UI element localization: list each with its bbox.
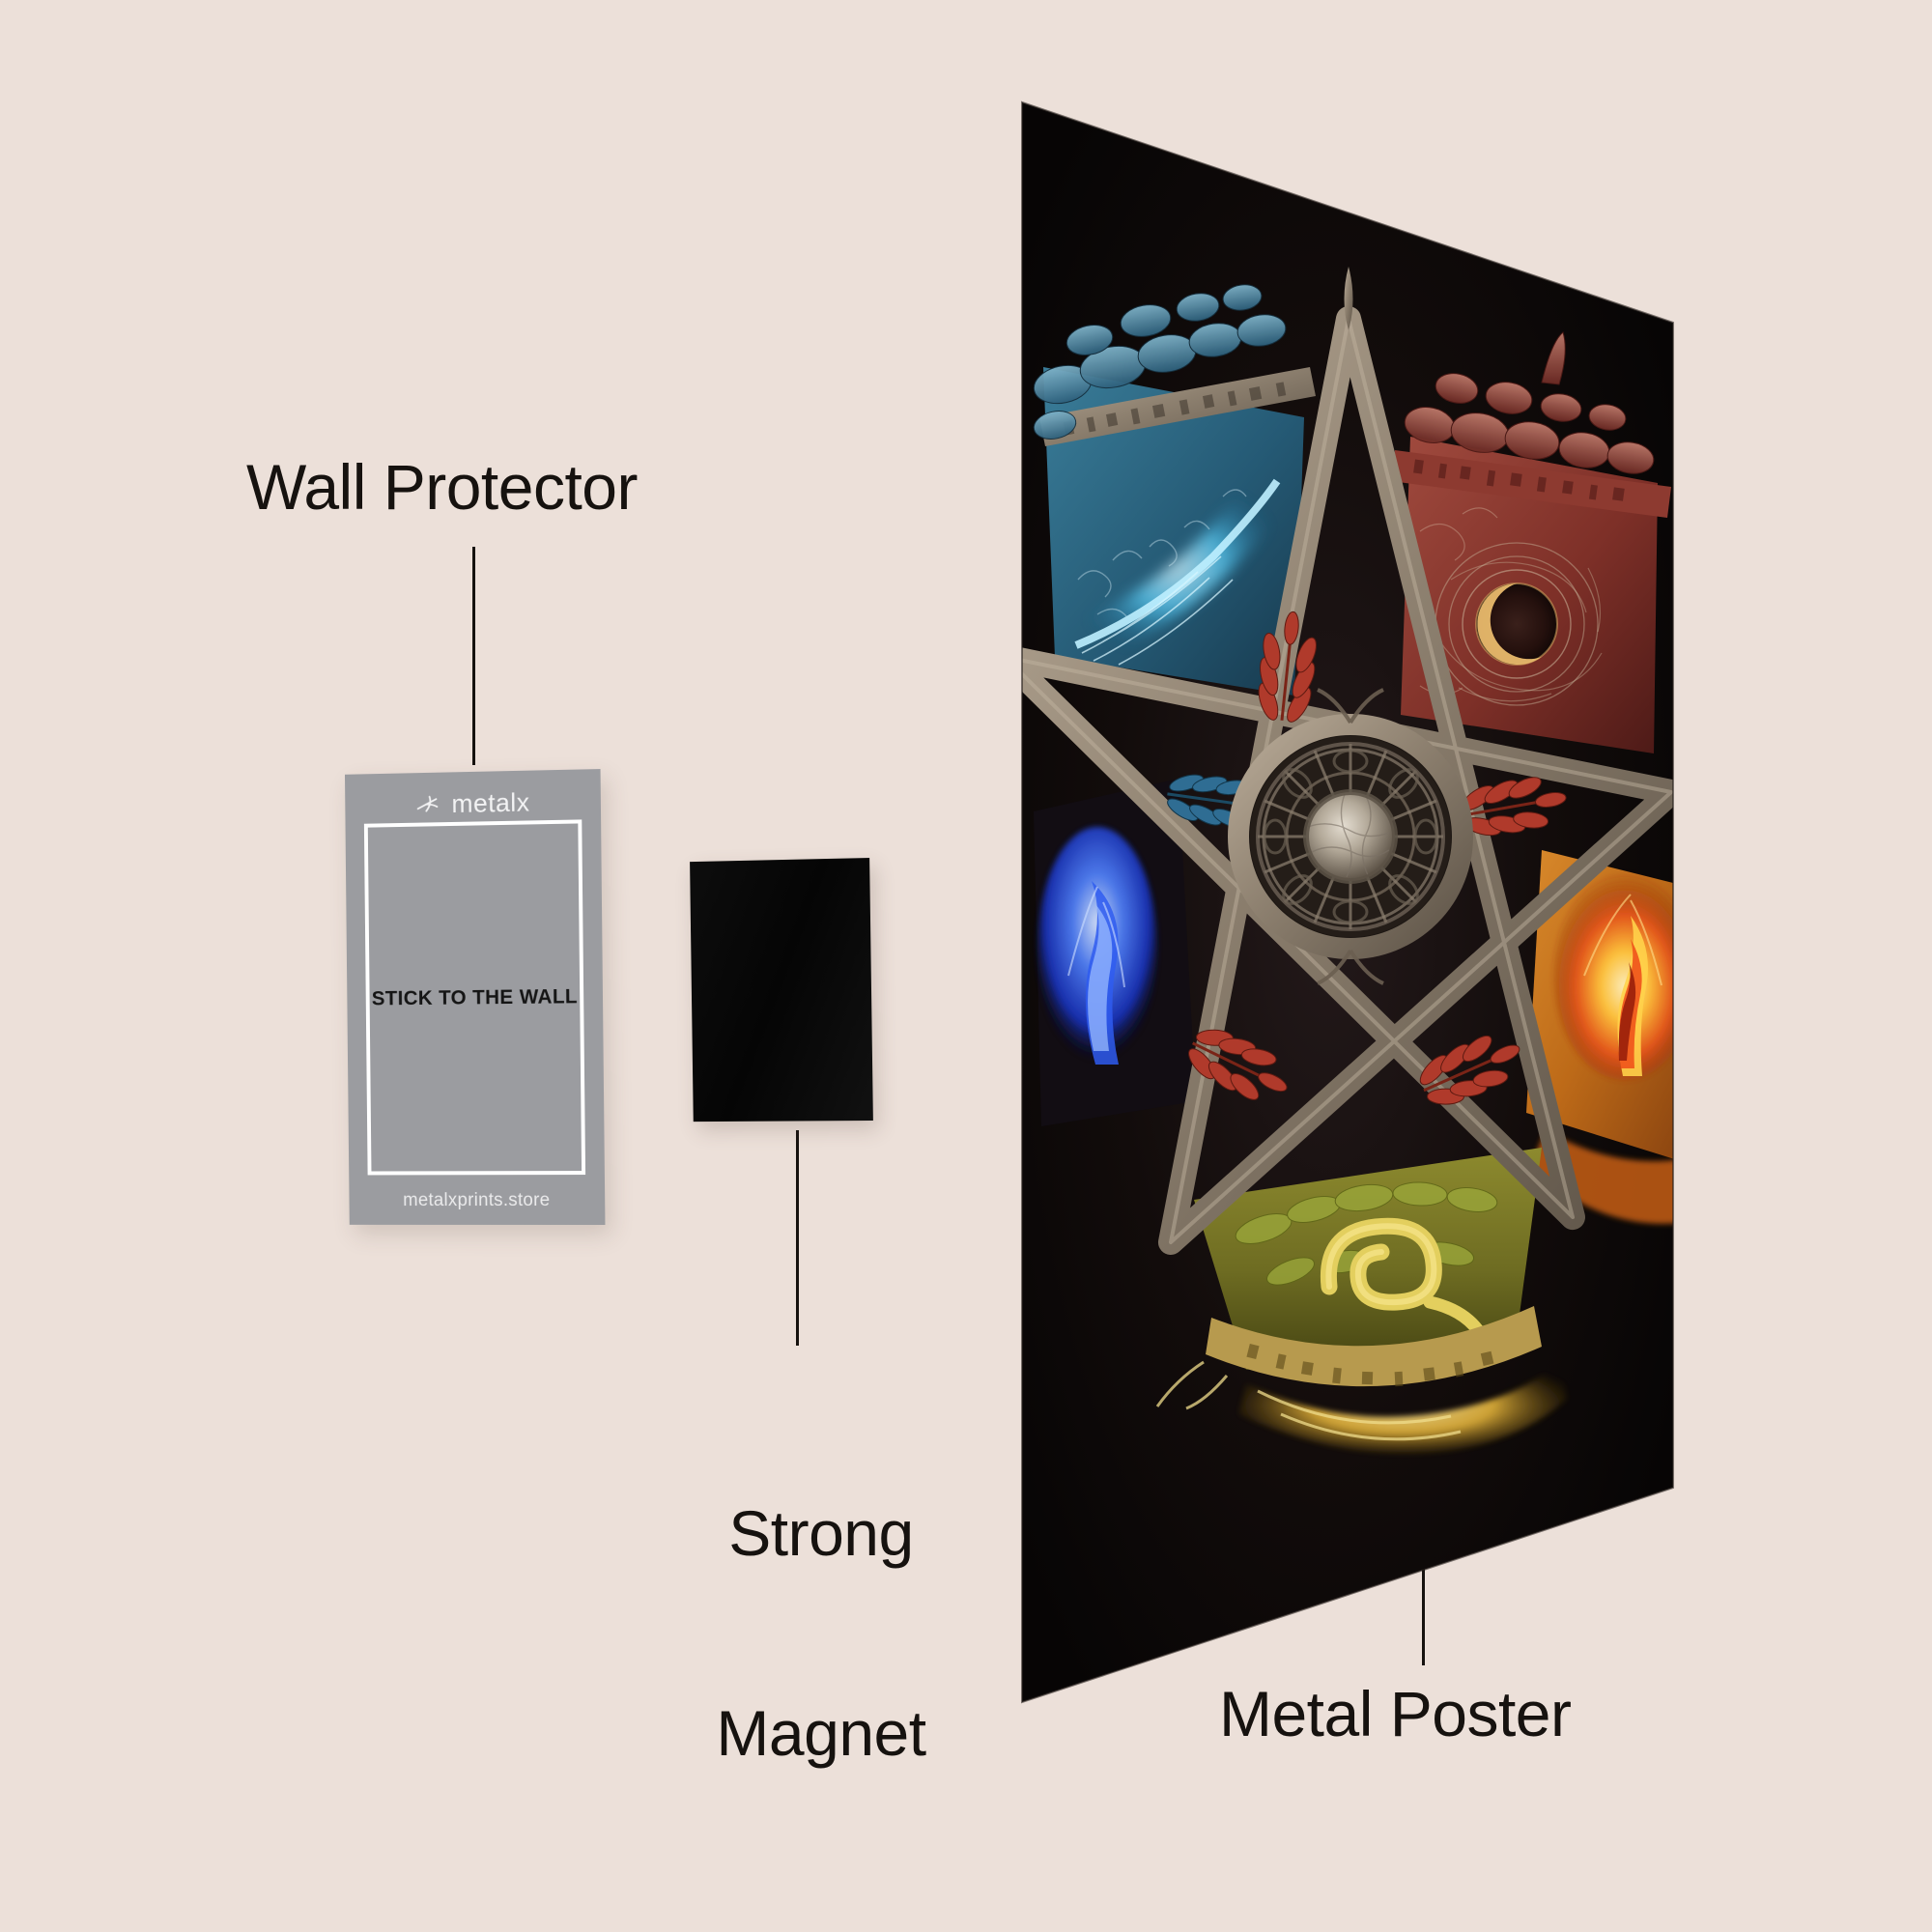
strong-magnet — [690, 858, 873, 1122]
callout-label-metal-poster: Metal Poster — [1219, 1678, 1572, 1749]
wall-protector-card: metalx STICK TO THE WALL metalxprints.st… — [344, 769, 606, 1226]
center-medallion — [1228, 688, 1473, 985]
callout-label-wall-protector: Wall Protector — [246, 451, 638, 523]
magnet-face — [690, 858, 873, 1122]
segment-fire — [1526, 850, 1673, 1224]
metal-poster-artwork — [1021, 100, 1674, 1704]
segment-earth — [1155, 1148, 1567, 1455]
segment-blood-moon — [1391, 331, 1671, 753]
metalx-logo: metalx — [345, 786, 601, 820]
metalx-wordmark: metalx — [451, 787, 530, 818]
callout-label-strong-magnet-line2: Magnet — [716, 1697, 926, 1770]
leader-line-wall-protector — [472, 547, 475, 765]
leaf-accent-lower-left — [1188, 1029, 1288, 1100]
poster-edge — [1021, 100, 1674, 1704]
segment-spirit — [1034, 779, 1196, 1126]
wall-protector-url: metalxprints.store — [403, 1190, 551, 1211]
callout-label-strong-magnet-line1: Strong — [728, 1496, 914, 1569]
metalx-cross-icon — [414, 793, 442, 814]
callout-label-strong-magnet: Strong Magnet — [686, 1366, 956, 1901]
metal-poster — [1005, 77, 1700, 1739]
leader-line-metal-poster — [1422, 1551, 1425, 1665]
leaf-accent-right — [1461, 777, 1567, 837]
leaf-accent-upper-left — [1258, 611, 1317, 723]
wall-protector-headline: STICK TO THE WALL — [371, 985, 579, 1010]
poster-artwork-content — [1022, 267, 1673, 1455]
pentagram-spire — [1344, 267, 1353, 330]
segment-water — [1033, 284, 1316, 696]
leaf-accent-lower-right — [1419, 1035, 1520, 1105]
leader-line-strong-magnet — [796, 1130, 799, 1346]
